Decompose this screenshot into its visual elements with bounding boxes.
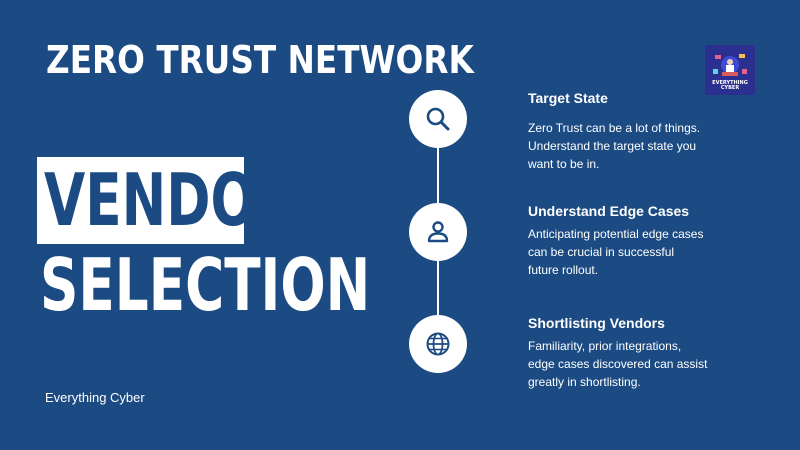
step-description: Familiarity, prior integrations, edge ca… (528, 339, 708, 389)
vendor-highlight-box (37, 157, 244, 244)
step-title: Target State (528, 90, 608, 106)
headline-selection: SELECTION (40, 243, 371, 327)
step-title: Understand Edge Cases (528, 203, 690, 219)
search-icon (426, 107, 450, 131)
logo-illustration (705, 45, 755, 95)
step-description: Anticipating potential edge cases can be… (528, 227, 704, 277)
step-circle-shortlisting (409, 315, 467, 373)
step-circle-target-state (409, 90, 467, 148)
everything-cyber-logo: EVERYTHING CYBER (705, 45, 755, 95)
logo-text-top: EVERYTHING (712, 80, 748, 86)
step-circle-edge-cases (409, 203, 467, 261)
step-description: Zero Trust can be a lot of things. Under… (528, 121, 701, 171)
page-title: ZERO TRUST NETWORK (46, 38, 474, 82)
footer-brand: Everything Cyber (45, 390, 145, 405)
step-title: Shortlisting Vendors (528, 315, 665, 331)
globe-icon (426, 332, 450, 356)
headline-vendor: VENDOR (44, 158, 297, 242)
logo-text-bottom: CYBER (720, 85, 740, 91)
person-icon (427, 221, 449, 243)
